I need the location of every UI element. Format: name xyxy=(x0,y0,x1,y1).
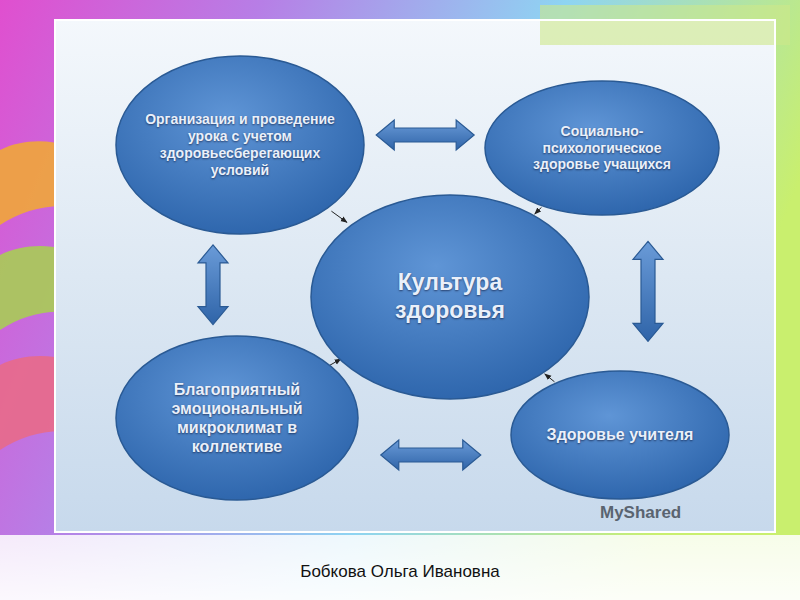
ellipse-node: Организация и проведение урока с учетом … xyxy=(115,55,365,235)
ellipse-outline xyxy=(311,195,589,399)
double-block-arrow xyxy=(376,120,474,150)
ellipse-node: Культура здоровья xyxy=(310,194,590,400)
watermark: MyShared xyxy=(600,503,681,523)
node-text: Социально-психологическое здоровье учащи… xyxy=(513,123,691,173)
double-block-arrow xyxy=(198,245,228,325)
ellipse-node: Здоровье учителя xyxy=(510,370,730,500)
ellipse-outline xyxy=(116,336,358,500)
ellipse-outline xyxy=(485,81,719,215)
node-text: Благоприятный эмоциональный микроклимат … xyxy=(145,380,329,457)
thin-arrow xyxy=(331,211,347,222)
caption: Бобкова Ольга Ивановна xyxy=(0,562,800,582)
node-text: Культура здоровья xyxy=(365,269,535,324)
ellipse-node: Благоприятный эмоциональный микроклимат … xyxy=(115,335,359,501)
ellipse-outline xyxy=(511,371,729,499)
double-block-arrow xyxy=(633,241,663,341)
ellipse-outline xyxy=(116,56,364,234)
ellipse-shape xyxy=(115,335,359,501)
node-text: Организация и проведение урока с учетом … xyxy=(144,111,336,178)
double-block-arrow xyxy=(381,440,481,470)
thin-arrow xyxy=(535,207,542,214)
node-text: Здоровье учителя xyxy=(545,425,695,444)
ellipse-node: Социально-психологическое здоровье учащи… xyxy=(484,80,720,216)
thin-arrow xyxy=(545,374,555,382)
